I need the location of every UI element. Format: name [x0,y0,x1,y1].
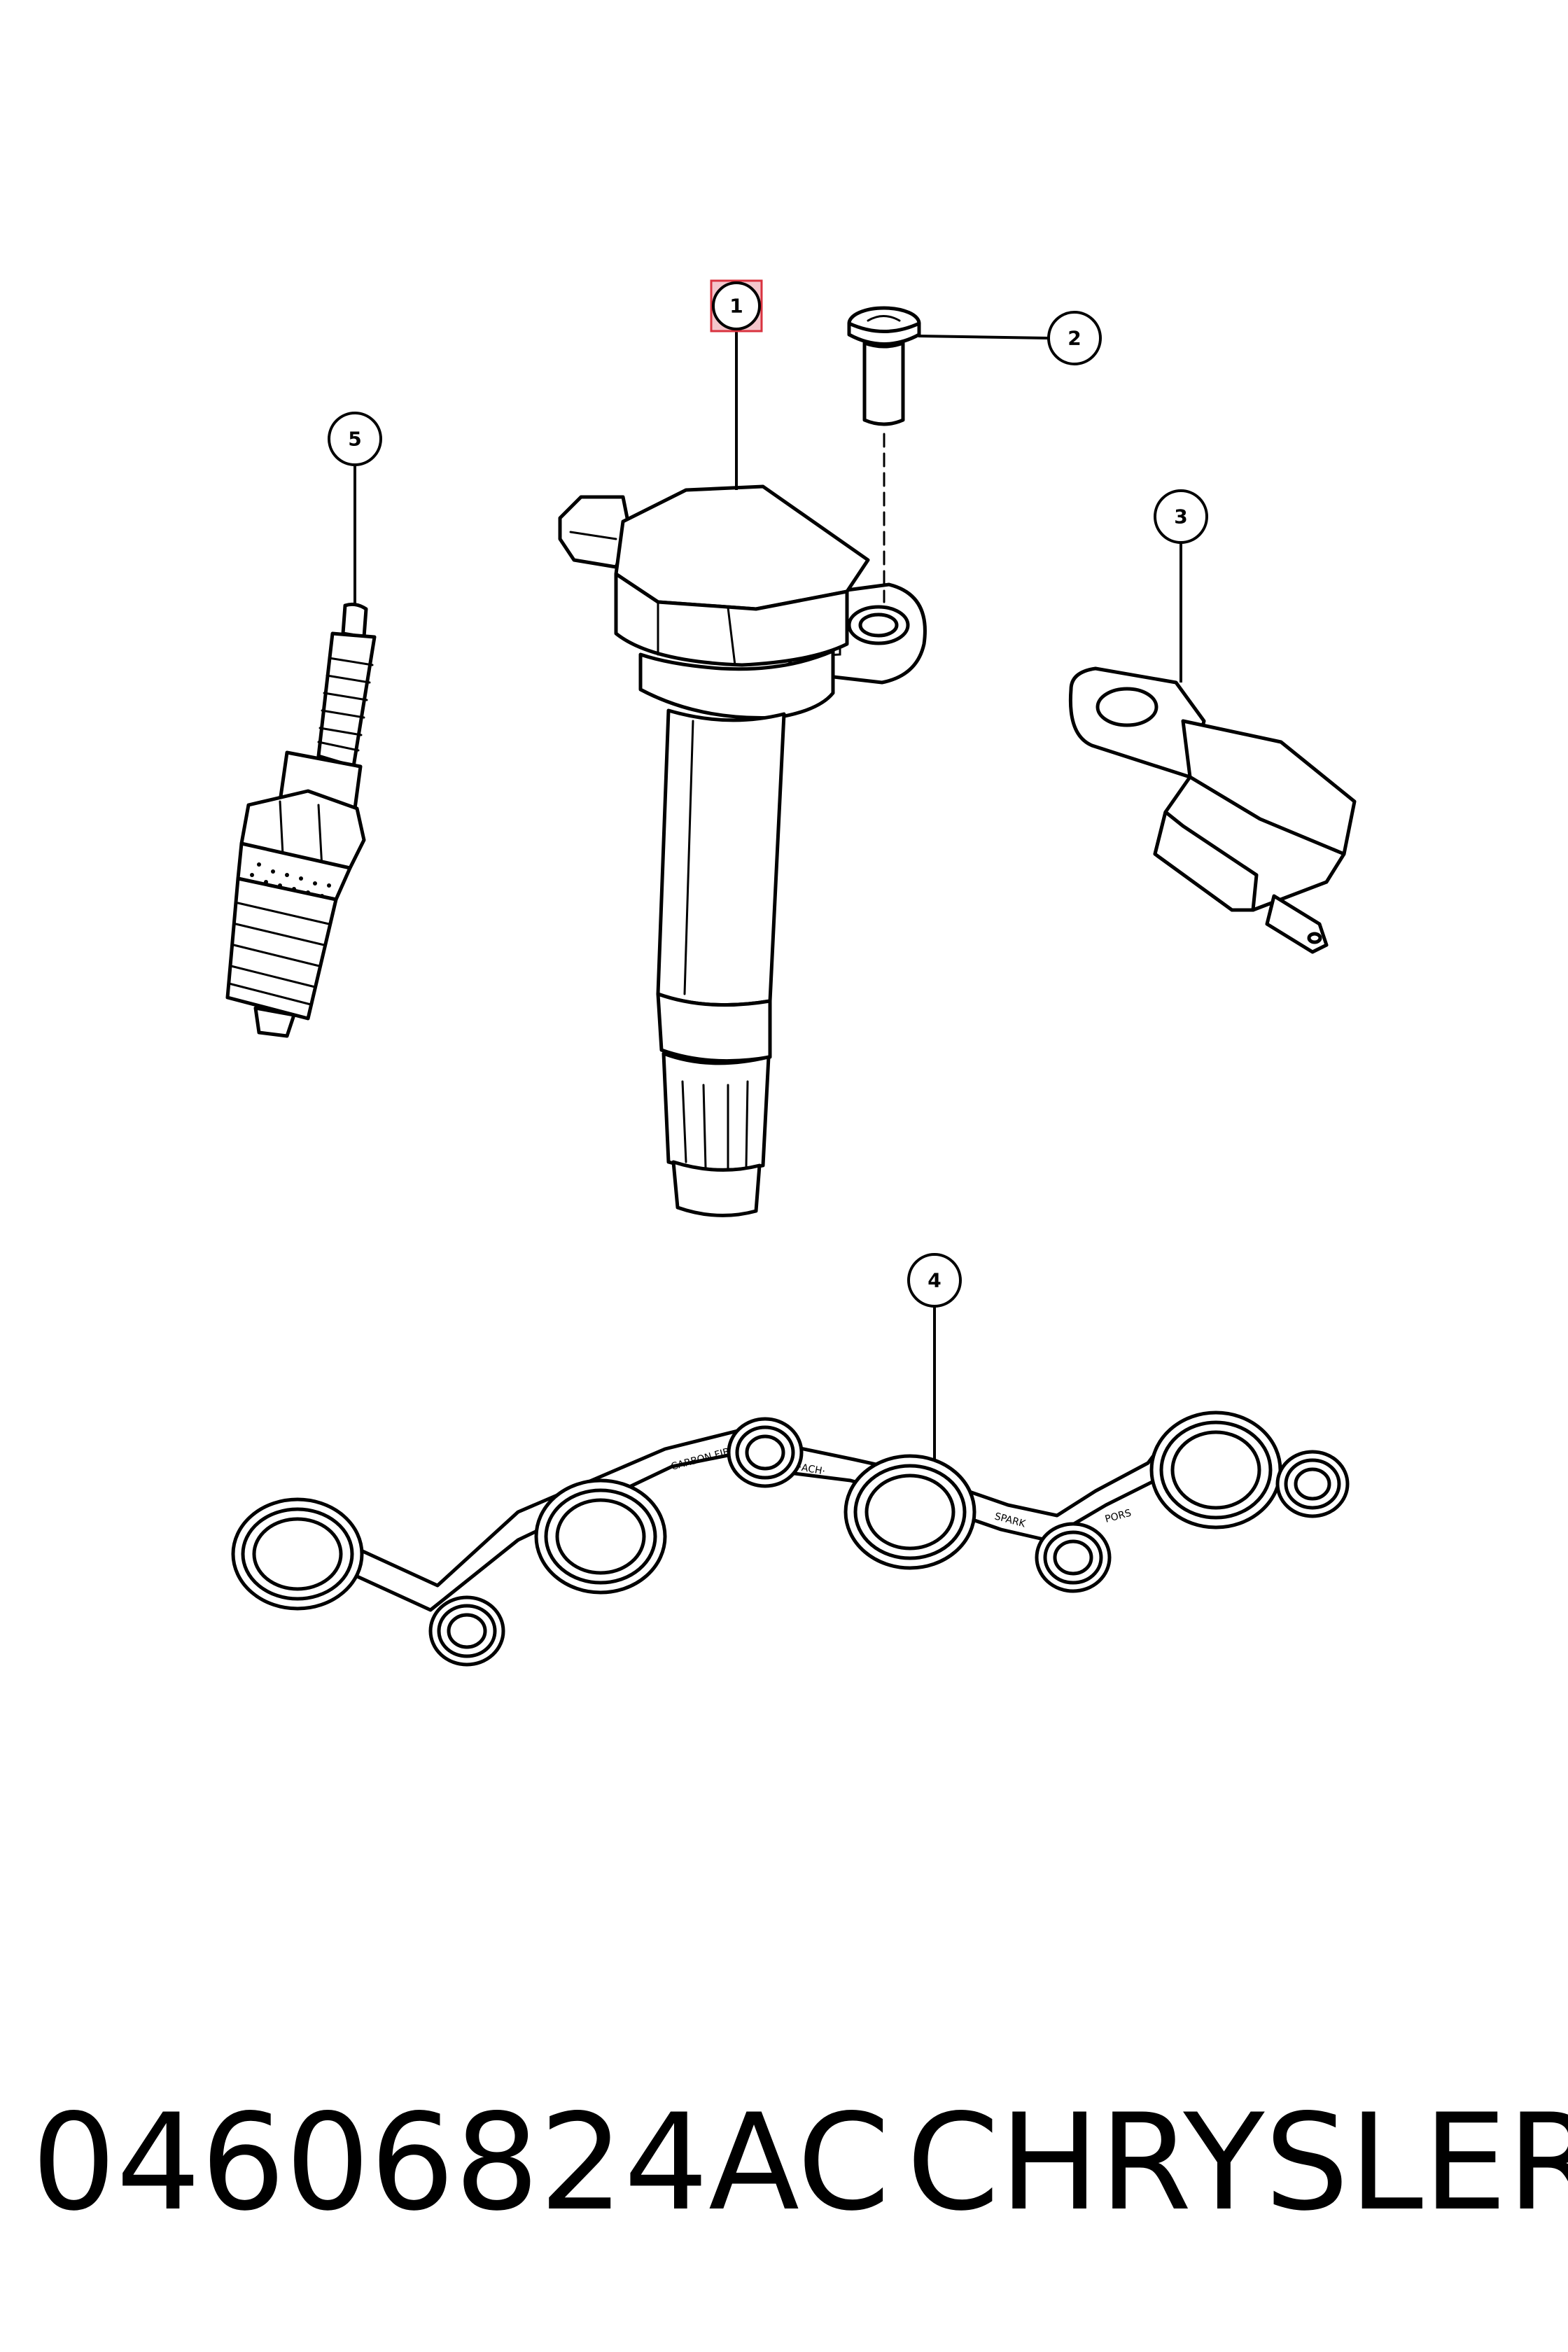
callout-number-4: 4 [927,1269,941,1292]
callout-number-2: 2 [1068,327,1081,350]
callout-4[interactable]: 4 [907,1253,962,1308]
callout-3[interactable]: 3 [1154,489,1208,544]
brand-caption: CHRYSLER [906,2085,1568,2240]
wiring-connector-bracket[interactable] [1068,666,1357,954]
ignition-coil[interactable] [558,484,927,1217]
part-number-caption: 04606824AC [31,2085,890,2240]
callout-number-3: 3 [1174,505,1187,528]
gasket-text-4: PORS [1104,1508,1133,1525]
callout-number-1: 1 [729,295,743,318]
coil-gasket-set[interactable]: CARBON FIBER A ·ACH· SPARK PORS [231,1410,1350,1667]
callout-1[interactable]: 1 [710,279,763,332]
gasket-text-2: ·ACH· [797,1462,826,1477]
callout-2[interactable]: 2 [1047,311,1102,365]
coil-mounting-bolt[interactable] [847,306,921,603]
spark-plug[interactable] [225,602,377,1038]
callout-number-5: 5 [348,428,361,451]
callout-5[interactable]: 5 [328,412,382,466]
